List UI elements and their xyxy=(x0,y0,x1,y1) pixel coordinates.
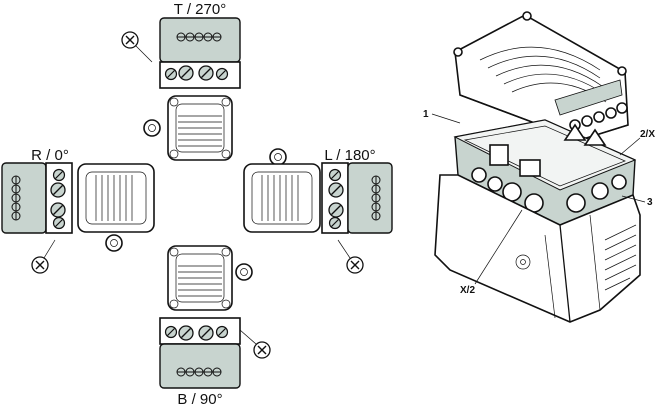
orientation-label-left: L / 180° xyxy=(324,147,375,164)
lifting-eye-icon xyxy=(269,148,287,166)
lifting-eye-icon xyxy=(105,234,123,252)
motor-body-bottom xyxy=(167,245,233,311)
callout-2x: 2/X xyxy=(619,129,655,156)
callout-1: 1 xyxy=(423,109,461,124)
lifting-eye-icon xyxy=(235,263,253,281)
orientation-bottom: B / 90° xyxy=(159,245,271,408)
terminal-module-left xyxy=(347,162,393,234)
terminal-module-right xyxy=(1,162,47,234)
orientation-right: R / 0° xyxy=(1,147,155,274)
terminal-module-top xyxy=(159,17,241,89)
callout-label-3: 3 xyxy=(647,197,653,208)
terminal-module-bottom xyxy=(159,343,241,389)
callout-label-1: 1 xyxy=(423,109,429,120)
x-marker-icon xyxy=(31,256,49,274)
motor-body-right xyxy=(77,163,155,233)
x-marker-icon xyxy=(253,341,271,359)
lifting-eye-icon xyxy=(143,119,161,137)
callout-x2: X/2 xyxy=(460,209,523,296)
cable-gland-icon xyxy=(471,167,627,213)
motor-body-top xyxy=(167,95,233,161)
exploded-3d-view: 1 2/X 3 X/2 xyxy=(423,11,655,323)
motor-body-left xyxy=(243,163,321,233)
callout-3: 3 xyxy=(621,195,653,208)
motor-housing xyxy=(434,174,641,323)
x-marker-icon xyxy=(121,31,139,49)
orientation-left: L / 180° xyxy=(243,147,393,274)
orientation-label-bottom: B / 90° xyxy=(177,391,222,408)
callout-label-x2: X/2 xyxy=(460,285,475,296)
orientation-top: T / 270° X xyxy=(121,1,241,161)
x-marker-icon xyxy=(346,256,364,274)
callout-label-2x: 2/X xyxy=(640,129,655,140)
orientation-label-top: T / 270° xyxy=(174,1,226,18)
orientation-label-right: R / 0° xyxy=(31,147,69,164)
terminal-box xyxy=(453,119,637,226)
